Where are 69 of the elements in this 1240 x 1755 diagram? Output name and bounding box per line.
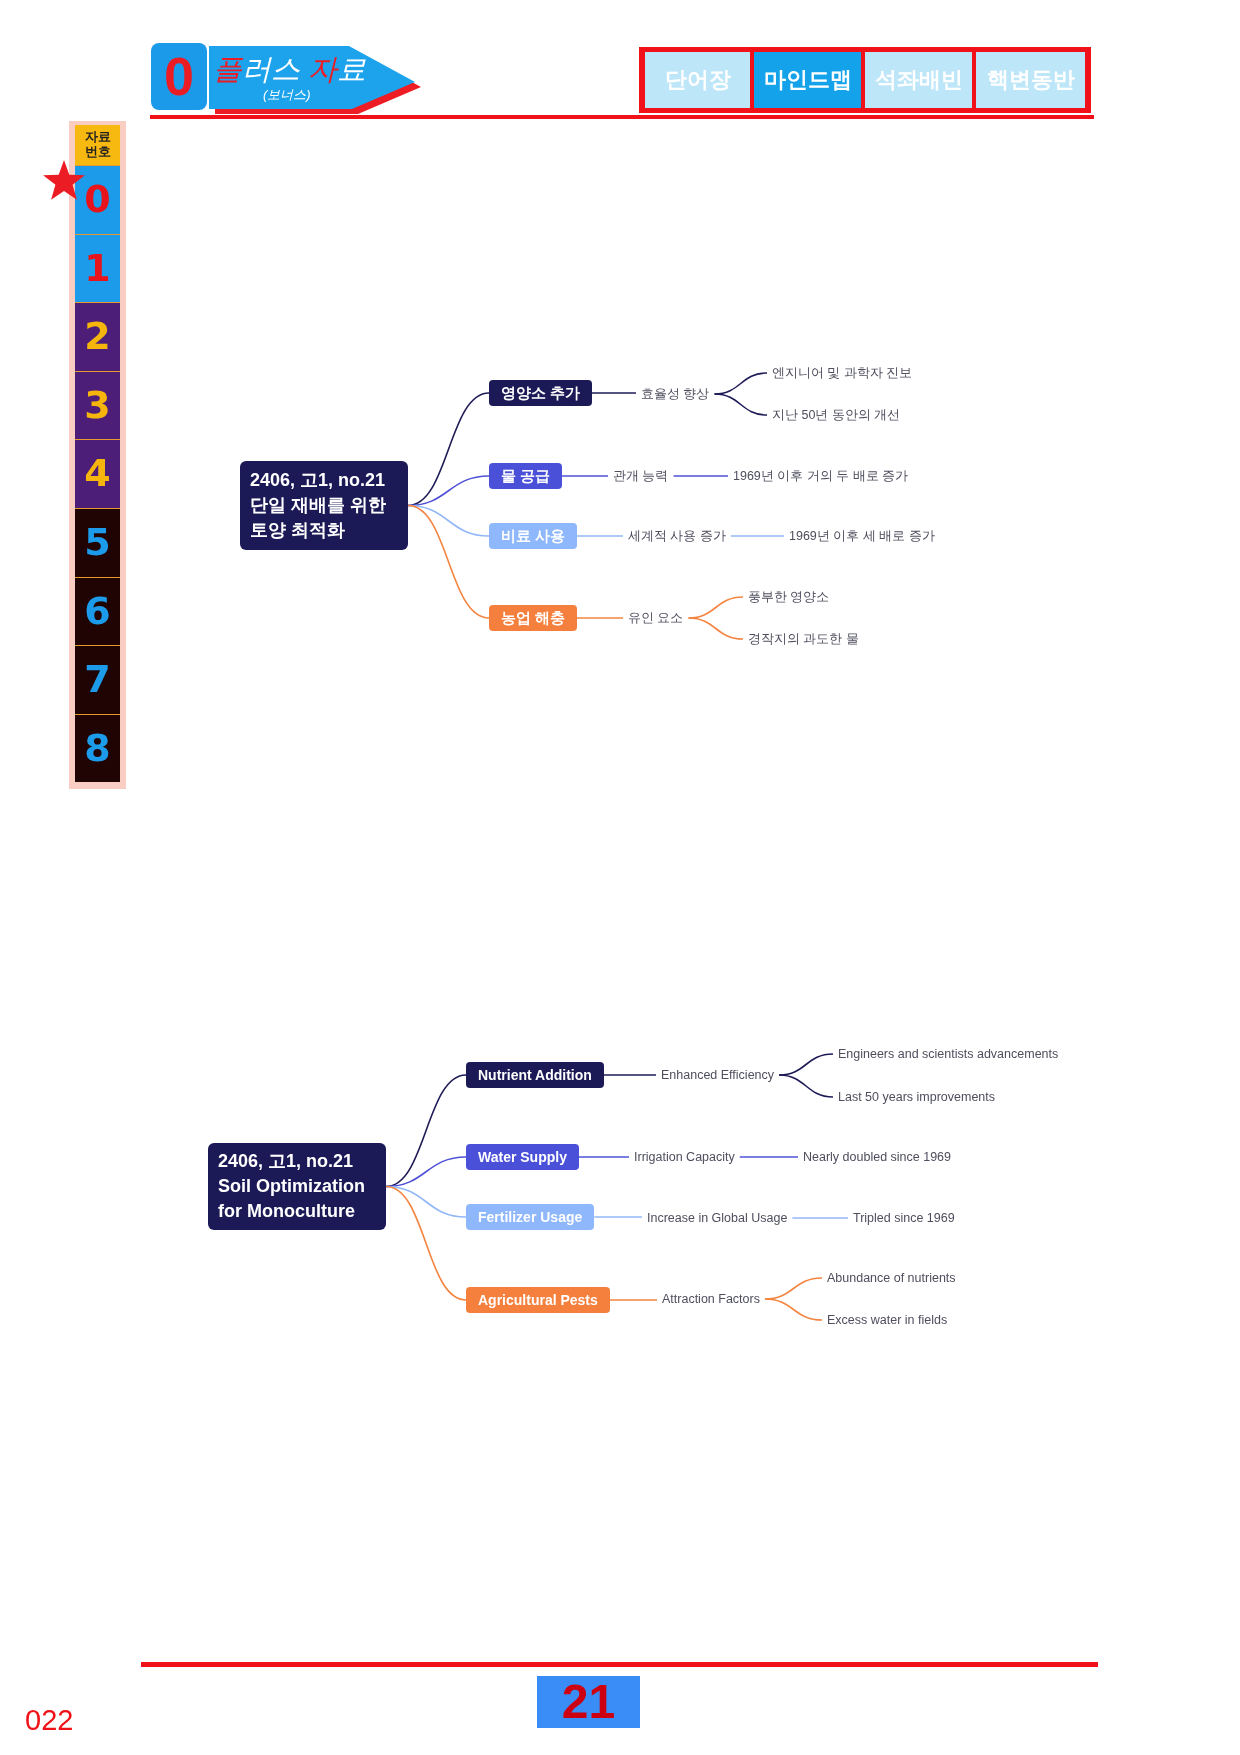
number-tab: 6 bbox=[75, 576, 120, 646]
subtopic-text: 경작지의 과도한 물 bbox=[743, 630, 864, 648]
number-tab: 0 bbox=[75, 165, 120, 234]
number-tab: 1 bbox=[75, 233, 120, 303]
branch-line bbox=[578, 1156, 630, 1158]
branch-line bbox=[791, 1217, 849, 1219]
topic-box: 농업 해충 bbox=[489, 605, 578, 631]
branch-line bbox=[561, 475, 609, 477]
index-heading: 자료 번호 bbox=[75, 125, 120, 165]
topic-box: Fertilizer Usage bbox=[466, 1204, 595, 1230]
subtopic-text: Enhanced Efficiency bbox=[656, 1066, 780, 1084]
branch-line bbox=[407, 504, 490, 619]
branch-line bbox=[385, 1185, 467, 1301]
nav-tab: 마인드맵 bbox=[754, 52, 861, 108]
banner-subtitle: (보너스) bbox=[263, 87, 311, 103]
page-code: 022 bbox=[25, 1704, 74, 1736]
subtopic-text: Engineers and scientists advancements bbox=[833, 1045, 1064, 1063]
number-tab: 2 bbox=[75, 302, 120, 371]
branch-line bbox=[385, 1074, 467, 1188]
subtopic-text: 유인 요소 bbox=[623, 609, 689, 627]
branch-line bbox=[603, 1074, 657, 1076]
banner-title: 플러스 자료 bbox=[213, 52, 367, 86]
subtopic-text: 엔지니어 및 과학자 진보 bbox=[767, 364, 918, 382]
number-tab: 8 bbox=[75, 713, 120, 783]
branch-line bbox=[738, 1156, 799, 1158]
topic-box: 영양소 추가 bbox=[489, 380, 593, 406]
subtopic-text: Nearly doubled since 1969 bbox=[798, 1148, 957, 1166]
number-tab: 4 bbox=[75, 439, 120, 508]
topic-box: Water Supply bbox=[466, 1144, 579, 1170]
branch-line bbox=[672, 475, 729, 477]
branch-line bbox=[407, 392, 490, 507]
subtopic-text: Abundance of nutrients bbox=[822, 1269, 961, 1287]
branch-line bbox=[576, 617, 624, 619]
subtopic-text: 지난 50년 동안의 개선 bbox=[767, 406, 906, 424]
nav-tab: 단어장 bbox=[645, 52, 750, 108]
subtopic-text: 효율성 향상 bbox=[636, 385, 715, 403]
subtopic-text: 1969년 이후 세 배로 증가 bbox=[784, 527, 940, 545]
subtopic-text: Irrigation Capacity bbox=[629, 1148, 740, 1166]
subtopic-text: 세계적 사용 증가 bbox=[623, 527, 731, 545]
number-tab: 5 bbox=[75, 508, 120, 577]
branch-line bbox=[713, 393, 768, 416]
central-topic-box: 2406, 고1, no.21 Soil Optimization for Monoculture bbox=[208, 1143, 386, 1230]
subtopic-text: 관개 능력 bbox=[608, 467, 674, 485]
branch-line bbox=[609, 1299, 658, 1301]
subtopic-text: Last 50 years improvements bbox=[833, 1088, 1000, 1106]
number-badge: 0 bbox=[151, 43, 207, 110]
branch-line bbox=[730, 535, 785, 537]
subtopic-text: 풍부한 영양소 bbox=[743, 588, 835, 606]
subtopic-text: Attraction Factors bbox=[657, 1290, 765, 1308]
branch-line bbox=[764, 1298, 823, 1321]
nav-tab: 석좌배빈 bbox=[865, 52, 972, 108]
page-number: 21 bbox=[537, 1676, 640, 1728]
branch-line bbox=[591, 392, 637, 394]
nav-tab: 핵변동반 bbox=[976, 52, 1085, 108]
central-topic-box: 2406, 고1, no.21 단일 재배를 위한 토양 최적화 bbox=[240, 461, 408, 550]
subtopic-text: Increase in Global Usage bbox=[642, 1209, 793, 1227]
topic-box: Nutrient Addition bbox=[466, 1062, 604, 1088]
branch-line bbox=[687, 617, 744, 640]
number-tab: 3 bbox=[75, 370, 120, 440]
branch-line bbox=[576, 535, 624, 537]
topic-box: Agricultural Pests bbox=[466, 1287, 610, 1313]
branch-line bbox=[778, 1074, 834, 1098]
branch-line bbox=[593, 1216, 643, 1218]
number-tab: 7 bbox=[75, 645, 120, 714]
topic-box: 비료 사용 bbox=[489, 523, 578, 549]
subtopic-text: Excess water in fields bbox=[822, 1311, 953, 1329]
subtopic-text: Tripled since 1969 bbox=[848, 1209, 960, 1227]
topic-box: 물 공급 bbox=[489, 463, 563, 489]
subtopic-text: 1969년 이후 거의 두 배로 증가 bbox=[728, 467, 914, 485]
